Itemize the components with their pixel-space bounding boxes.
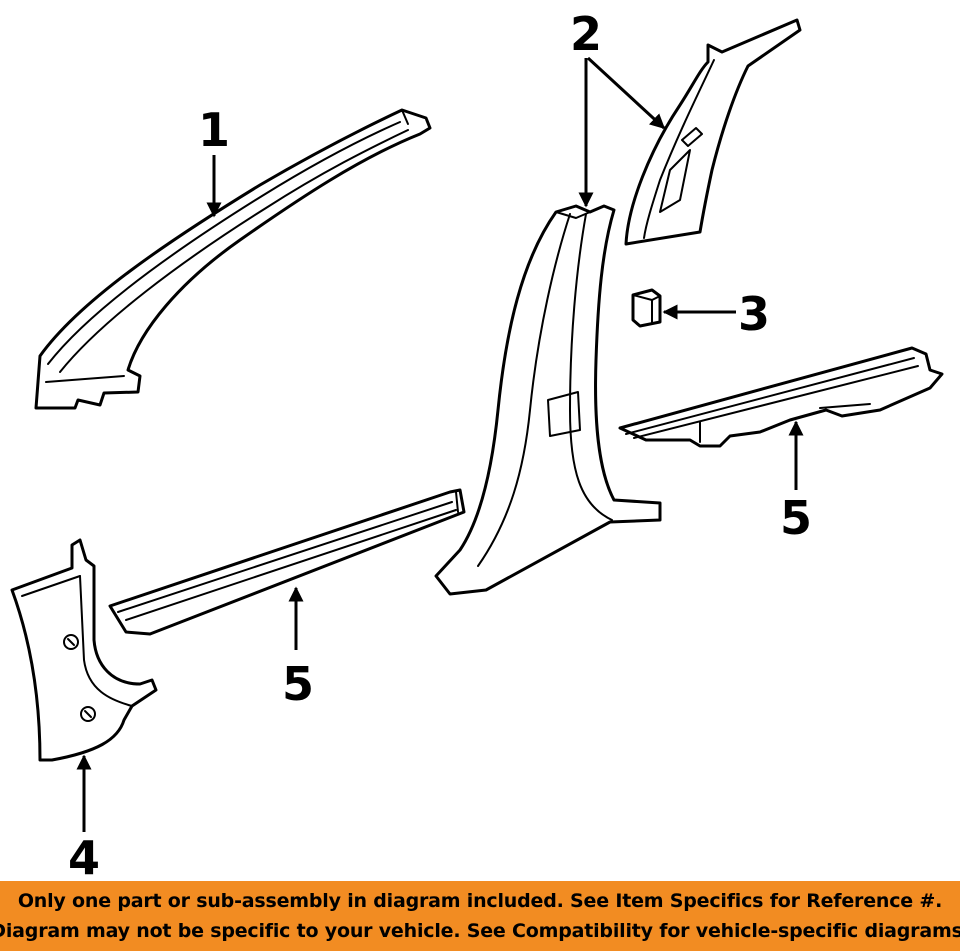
callout-5-right: 5 <box>780 491 812 545</box>
part-5-left-sill-plate <box>108 488 466 636</box>
leader-lines <box>76 56 804 832</box>
part-4-cowl-trim <box>10 538 158 762</box>
disclaimer-banner: Only one part or sub-assembly in diagram… <box>0 881 960 951</box>
part-2-upper-trim <box>624 18 802 246</box>
part-3-clip <box>631 288 662 328</box>
callout-3: 3 <box>738 287 770 341</box>
callout-2: 2 <box>570 7 602 61</box>
callout-4: 4 <box>68 831 100 881</box>
disclaimer-line-2: Diagram may not be specific to your vehi… <box>0 920 960 942</box>
callout-numbers: 1 2 3 4 5 5 <box>68 7 812 881</box>
part-1-a-pillar-trim <box>34 108 432 410</box>
part-5-right-sill-plate <box>618 346 944 448</box>
part-2-b-pillar-trim <box>434 204 662 596</box>
parts-diagram: 1 2 3 4 5 5 <box>10 7 944 881</box>
callout-1: 1 <box>198 103 230 157</box>
leader-2b <box>586 56 666 130</box>
disclaimer-line-1: Only one part or sub-assembly in diagram… <box>17 890 943 912</box>
callout-5-left: 5 <box>282 657 314 711</box>
